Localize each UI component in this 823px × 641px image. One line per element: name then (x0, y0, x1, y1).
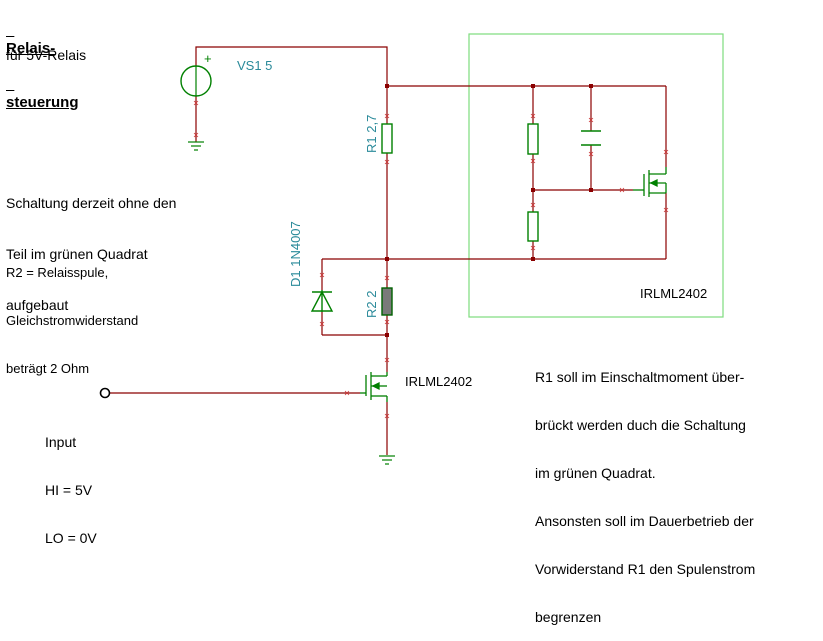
junction-bottom (385, 257, 389, 261)
label-source: VS1 5 (237, 58, 272, 73)
junction-top (385, 84, 389, 88)
label-d1: D1 1N4007 (288, 221, 303, 287)
resistor-r1 (381, 123, 393, 154)
junction-gate-cap (589, 188, 593, 192)
resistor-divider-top (527, 123, 539, 155)
pin-markers (193, 100, 669, 419)
voltage-source: + (180, 51, 212, 97)
ground-mosfet-icon (379, 455, 395, 465)
label-mosfet-box: IRLML2402 (640, 286, 707, 301)
title: Relais- steuerung (6, 4, 79, 130)
resistor-divider-bottom (527, 211, 539, 242)
junctions (385, 84, 593, 337)
label-r2: R2 2 (364, 291, 379, 318)
label-r1: R1 2,7 (364, 115, 379, 153)
ground-source-icon (188, 141, 204, 151)
explanation-line-2: brückt werden duch die Schaltung (535, 417, 746, 433)
source-plus: + (204, 51, 212, 66)
label-mosfet-main: IRLML2402 (405, 374, 472, 389)
explanation-line-4: Ansonsten soll im Dauerbetrieb der (535, 513, 754, 529)
title-line-2: steuerung (6, 94, 79, 111)
explanation-line-3: im grünen Quadrat. (535, 465, 656, 481)
input-label-line-3: LO = 0V (45, 530, 97, 546)
note-r2-line-2: Gleichstromwiderstand (6, 313, 139, 328)
relay-coil-r2 (381, 287, 393, 316)
note-r2: R2 = Relaisspule, Gleichstromwiderstand … (6, 233, 138, 393)
mosfet-main (360, 372, 388, 402)
junction-cap-top (589, 84, 593, 88)
junction-diode (385, 333, 389, 337)
schematic: + (99, 33, 724, 465)
junction-div-top (531, 84, 535, 88)
note-build-line-2: Teil im grünen Quadrat (6, 246, 148, 262)
note-r2-line-1: R2 = Relaisspule, (6, 265, 109, 280)
explanation-line-6: begrenzen (535, 609, 602, 625)
title-line-1: Relais- (6, 40, 56, 57)
wire-source-top (195, 46, 388, 86)
input-terminal (99, 387, 111, 399)
mosfet-box (633, 167, 667, 197)
diode-d1 (310, 290, 334, 312)
junction-gate-left (531, 188, 535, 192)
explanation-line-1: R1 soll im Einschaltmoment über- (535, 369, 745, 385)
green-box (468, 33, 724, 318)
subtitle: für 5V-Relais (6, 47, 87, 63)
wires (110, 46, 667, 455)
note-r2-line-3: beträgt 2 Ohm (6, 361, 90, 376)
input-label-line-1: Input (45, 434, 77, 450)
note-build-line-1: Schaltung derzeit ohne den (6, 195, 177, 211)
junction-div-bottom (531, 257, 535, 261)
note-build-status: Schaltung derzeit ohne den Teil im grüne… (6, 161, 176, 331)
capacitor (581, 130, 601, 146)
explanation-line-5: Vorwiderstand R1 den Spulenstrom (535, 561, 756, 577)
note-build-line-3: aufgebaut (6, 297, 69, 313)
